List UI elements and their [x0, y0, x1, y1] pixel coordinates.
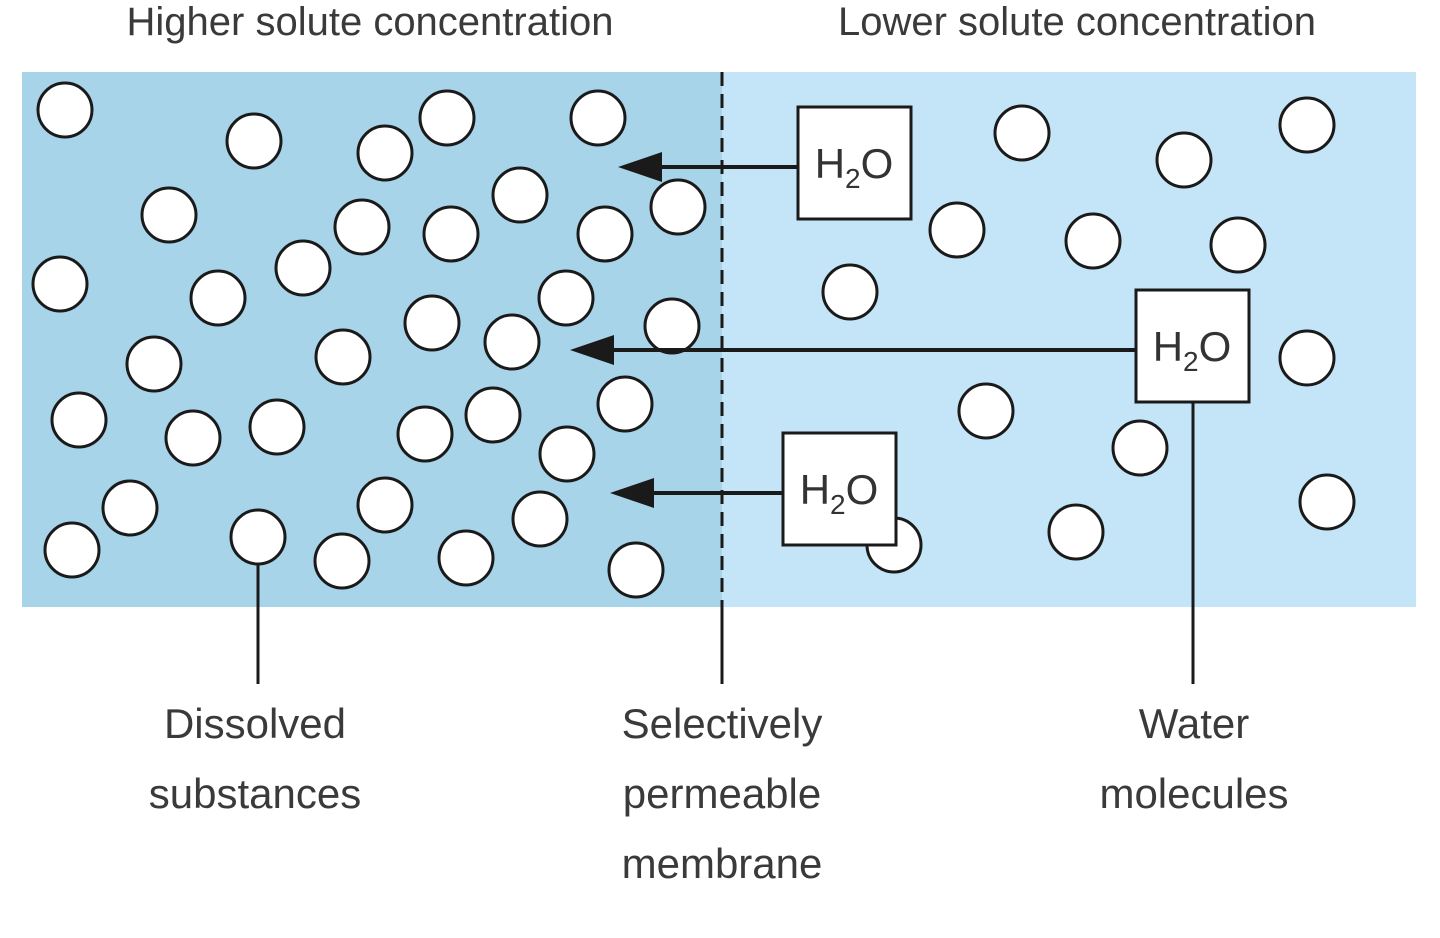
solute-particles — [31, 81, 1356, 599]
water-flow-arrowhead — [618, 152, 662, 182]
solute-particle — [31, 255, 89, 313]
solute-particle — [569, 89, 627, 147]
solute-particle — [1298, 473, 1356, 531]
water-molecule-label: H2O — [800, 466, 879, 520]
water-flow-arrowhead — [570, 335, 614, 365]
solute-particle — [418, 89, 476, 147]
solute-particle — [464, 386, 522, 444]
solute-particle — [36, 81, 94, 139]
label-membrane-line-3: membrane — [622, 840, 823, 887]
solute-particle — [821, 263, 879, 321]
solute-particle — [491, 166, 549, 224]
solute-particle — [248, 398, 306, 456]
solute-particle — [928, 201, 986, 259]
solute-particle — [189, 269, 247, 327]
solute-particle — [957, 382, 1015, 440]
solute-particle — [1278, 329, 1336, 387]
header-lower-concentration: Lower solute concentration — [838, 0, 1316, 44]
solute-particle — [125, 335, 183, 393]
label-water-line-1: Water — [1139, 700, 1249, 747]
label-membrane-line-2: permeable — [623, 770, 821, 817]
solute-particle — [1064, 212, 1122, 270]
solute-particle — [1047, 503, 1105, 561]
solute-particle — [140, 186, 198, 244]
solute-particle — [403, 294, 461, 352]
water-molecule-label: H2O — [815, 140, 894, 194]
header-higher-concentration: Higher solute concentration — [127, 0, 614, 44]
solute-particle — [596, 375, 654, 433]
solute-particle — [538, 425, 596, 483]
label-water-line-2: molecules — [1099, 770, 1288, 817]
solute-particle — [314, 328, 372, 386]
solute-particle — [274, 239, 332, 297]
solute-particle — [313, 532, 371, 590]
solute-particle — [993, 104, 1051, 162]
solute-particle — [511, 490, 569, 548]
solute-particle — [356, 476, 414, 534]
solute-particle — [422, 205, 480, 263]
water-molecule-box: H2O — [781, 431, 898, 547]
solute-particle — [1209, 216, 1267, 274]
solute-particle — [50, 391, 108, 449]
solute-particle — [225, 112, 283, 170]
solute-particle — [607, 541, 665, 599]
solute-particle — [333, 198, 391, 256]
solute-particle — [483, 313, 541, 371]
water-molecule-label: H2O — [1153, 323, 1232, 377]
solute-particle — [1111, 419, 1169, 477]
label-membrane-line-1: Selectively — [622, 700, 823, 747]
label-dissolved-line-2: substances — [149, 770, 361, 817]
solute-particle — [229, 508, 287, 566]
solute-particle — [43, 521, 101, 579]
solute-particle — [164, 409, 222, 467]
water-flow-arrowhead — [610, 478, 654, 508]
solute-particle — [649, 178, 707, 236]
water-molecule-box: H2O — [1134, 288, 1251, 404]
solute-particle — [356, 124, 414, 182]
solute-particle — [437, 529, 495, 587]
solute-particle — [101, 479, 159, 537]
solute-particle — [396, 405, 454, 463]
solute-particle — [643, 297, 701, 355]
water-flow-arrows — [570, 152, 1136, 508]
label-dissolved-line-1: Dissolved — [164, 700, 346, 747]
solute-particle — [1155, 131, 1213, 189]
solute-particle — [537, 269, 595, 327]
water-molecule-box: H2O — [796, 105, 913, 221]
solute-particle — [1278, 96, 1336, 154]
solute-particle — [576, 205, 634, 263]
